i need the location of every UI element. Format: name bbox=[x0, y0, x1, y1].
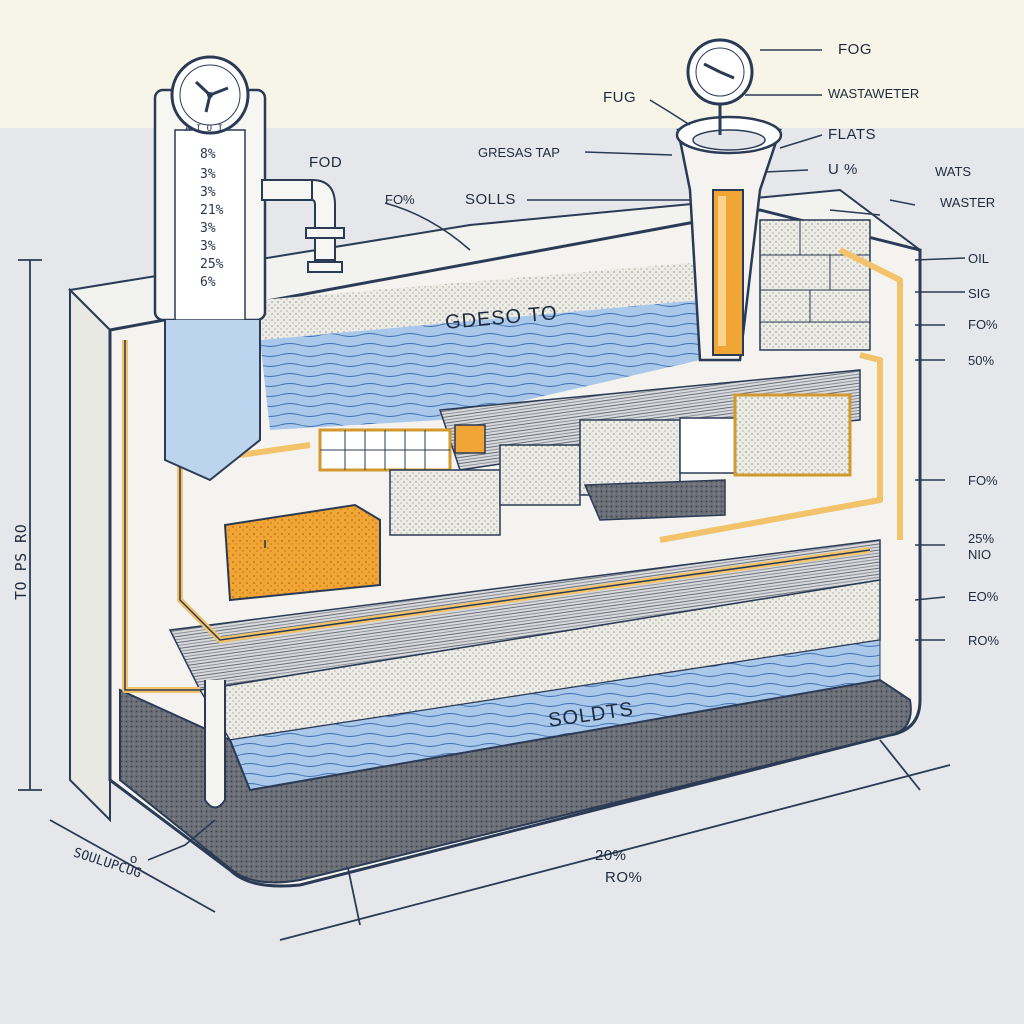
gauge-scale-7: 6% bbox=[200, 275, 216, 290]
gauge-header: A I O I bbox=[185, 124, 223, 134]
label-wats: WATS bbox=[935, 164, 972, 179]
label-flats: FLATS bbox=[828, 126, 877, 143]
label-solls: SOLLS bbox=[465, 191, 516, 208]
grease-sponge bbox=[223, 503, 381, 602]
gauge-scale-1: 3% bbox=[200, 167, 216, 182]
baffle-block-4 bbox=[679, 417, 736, 474]
right-scale-ticks bbox=[914, 257, 966, 641]
label-vertical-dimension: TO PS RO bbox=[12, 523, 30, 600]
drain-pipe bbox=[204, 680, 226, 809]
right-gauge-dial bbox=[686, 38, 754, 135]
grease-block-small bbox=[454, 424, 486, 454]
upper-water bbox=[260, 300, 700, 430]
sky-band bbox=[0, 0, 1024, 128]
label-fug: FUG bbox=[603, 89, 637, 106]
right-chamber-wall bbox=[759, 219, 871, 351]
label-wastewater-top: WASTAWETER bbox=[828, 86, 920, 101]
label-fod: FOD bbox=[309, 154, 343, 171]
label-fo-pct-left: FO% bbox=[385, 192, 415, 207]
grid-band bbox=[318, 428, 452, 472]
right-scale-label: NIO bbox=[968, 547, 992, 562]
label-waster: WASTER bbox=[940, 195, 996, 210]
right-gauge-column bbox=[675, 115, 783, 362]
label-ro-pct: RO% bbox=[605, 869, 643, 886]
tank-left-wall bbox=[69, 287, 111, 823]
right-scale-label: RO% bbox=[968, 633, 1000, 648]
side-valve-pipe bbox=[261, 178, 345, 273]
gauge-scale-4: 3% bbox=[200, 221, 216, 236]
bottom-sludge bbox=[119, 678, 912, 884]
sediment-panel bbox=[583, 479, 726, 521]
baffle-block-5 bbox=[733, 393, 852, 477]
gauge-scale-5: 3% bbox=[200, 239, 216, 254]
right-scale-label: EO% bbox=[968, 589, 999, 604]
label-gresas-tap: GRESAS TAP bbox=[478, 145, 560, 160]
left-gauge-tube bbox=[153, 88, 267, 482]
upper-back-panel bbox=[260, 262, 700, 340]
right-scale-label: 50% bbox=[968, 353, 995, 368]
dimension-lines bbox=[18, 259, 951, 941]
right-scale-label: SIG bbox=[968, 286, 991, 301]
gauge-scale-6: 25% bbox=[200, 257, 224, 272]
baffle-block-2 bbox=[499, 444, 581, 506]
gauge-scale-0: 8% bbox=[200, 147, 216, 162]
leader-lines bbox=[147, 49, 916, 861]
gauge-scale-3: 21% bbox=[200, 203, 224, 218]
right-scale-label: OIL bbox=[968, 251, 989, 266]
label-u-pct: U % bbox=[828, 161, 858, 178]
baffle-block-1 bbox=[389, 469, 501, 536]
gauge-scale-2: 3% bbox=[200, 185, 216, 200]
right-scale-label: FO% bbox=[968, 473, 998, 488]
left-gauge-dial bbox=[170, 55, 250, 135]
right-scale-label: FO% bbox=[968, 317, 998, 332]
label-small-o: o bbox=[130, 851, 138, 866]
label-twenty-pct: 20% bbox=[595, 847, 627, 864]
label-fog-top: FOG bbox=[838, 41, 872, 58]
right-scale-label: 25% bbox=[968, 531, 995, 546]
